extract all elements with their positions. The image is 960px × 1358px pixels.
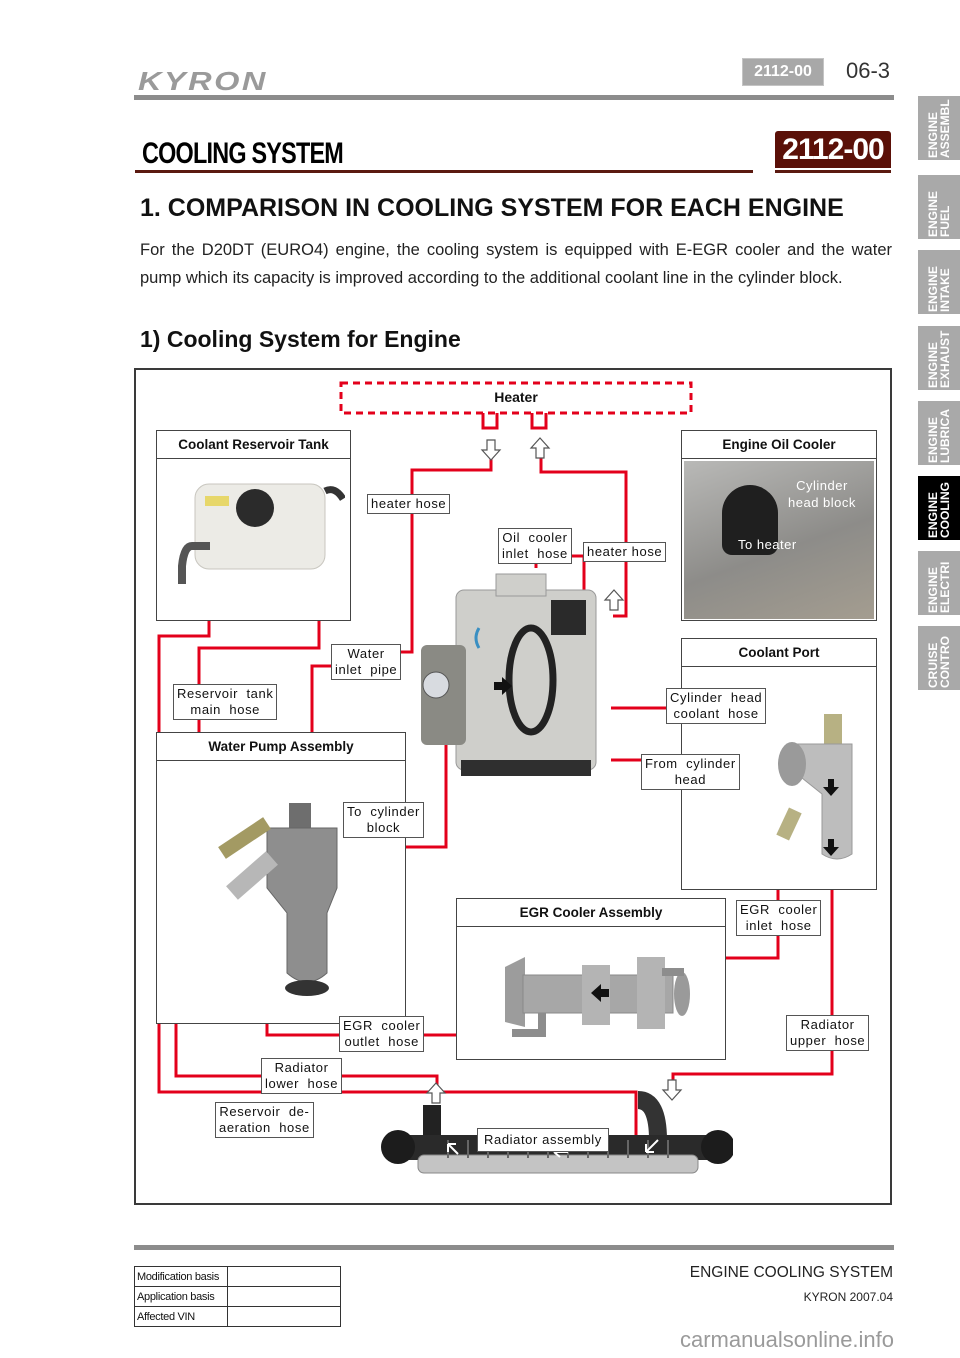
revision-value (227, 1306, 341, 1327)
revision-value (227, 1286, 341, 1307)
label-radiator-assembly: Radiator assembly (477, 1128, 609, 1152)
water-pump-image (218, 803, 338, 996)
brand-logo: KYRON (138, 66, 268, 96)
side-tab-label: ENGINE FUEL (926, 190, 952, 237)
revision-key: Application basis (134, 1286, 228, 1307)
heater-port-right (530, 413, 548, 430)
footer-divider (134, 1245, 894, 1250)
coolant-port-image (776, 714, 853, 860)
arrow-up-icon (529, 437, 551, 459)
label-radiator-upper-hose: Radiator upper hose (786, 1015, 870, 1051)
revision-row: Modification basis (134, 1266, 341, 1287)
panel-title: Engine Oil Cooler (682, 431, 876, 459)
label-oil-cooler-inlet-hose: Oil cooler inlet hose (498, 528, 572, 564)
subheading: 1) Cooling System for Engine (140, 326, 461, 352)
arrow-down-icon (661, 1079, 683, 1101)
side-tab-cooling[interactable]: ENGINE COOLING (918, 476, 960, 540)
to-heater-annotation: To heater (738, 537, 797, 552)
cylinder-head-block-annotation: Cylinder head block (788, 478, 856, 510)
label-radiator-lower-hose: Radiator lower hose (261, 1058, 343, 1094)
reservoir-tank-image (178, 483, 345, 584)
egr-cooler-image (505, 957, 690, 1037)
panel-coolant-reservoir: Coolant Reservoir Tank (156, 430, 351, 621)
header-code-badge: 2112-00 (742, 58, 824, 86)
side-tab-electri[interactable]: ENGINE ELECTRI (918, 551, 960, 615)
label-reservoir-deaeration-hose: Reservoir de- aeration hose (215, 1102, 314, 1138)
heater-hose-right-line (539, 456, 628, 618)
water-inlet-pipe-line (310, 664, 331, 755)
revision-key: Affected VIN (134, 1306, 228, 1327)
engine-image (421, 573, 597, 776)
revision-row: Affected VIN (134, 1306, 341, 1327)
side-tab-lubrica[interactable]: ENGINE LUBRICA (918, 401, 960, 465)
header-divider (134, 95, 894, 100)
intro-paragraph: For the D20DT (EURO4) engine, the coolin… (140, 241, 892, 287)
section-title: COOLING SYSTEM (142, 137, 344, 170)
label-heater-hose-right: heater hose (583, 542, 667, 562)
arrow-down-icon (480, 439, 502, 461)
label-egr-cooler-outlet-hose: EGR cooler outlet hose (339, 1016, 425, 1052)
side-tab-label: ENGINE ELECTRI (926, 561, 952, 613)
watermark: carmanualsonline.info (680, 1327, 895, 1352)
side-tab-intake[interactable]: ENGINE INTAKE (918, 250, 960, 314)
label-reservoir-tank-main-hose: Reservoir tank main hose (173, 684, 278, 720)
heater-label: Heater (494, 389, 538, 405)
panel-title: EGR Cooler Assembly (457, 899, 725, 927)
side-tab-label: CRUISE CONTRO (926, 636, 952, 688)
footer-title: ENGINE COOLING SYSTEM (689, 1264, 893, 1281)
page-number: 06-3 (846, 58, 891, 83)
heater-port-left (481, 413, 499, 430)
section-title-underline (135, 170, 753, 173)
cooling-system-diagram: Heater Coolant Reservoir Tank Engine Oil… (134, 368, 892, 1205)
side-tab-label: ENGINE INTAKE (926, 265, 952, 312)
oil-cooler-image: Cylinder head block To heater (684, 461, 874, 619)
section-code-badge: 2112-00 (775, 131, 891, 168)
label-heater-hose-left: heater hose (367, 494, 451, 514)
arrow-up-icon (425, 1082, 447, 1104)
side-tab-exhaust[interactable]: ENGINE EXHAUST (918, 326, 960, 390)
panel-egr-cooler: EGR Cooler Assembly (456, 898, 726, 1060)
side-tab-label: ENGINE COOLING (926, 482, 952, 538)
main-heading: 1. COMPARISON IN COOLING SYSTEM FOR EACH… (140, 194, 844, 222)
revision-row: Application basis (134, 1286, 341, 1307)
panel-title: Water Pump Assembly (157, 733, 405, 761)
revision-value (227, 1266, 341, 1287)
footer-subtitle: KYRON 2007.04 (803, 1290, 893, 1304)
panel-title: Coolant Reservoir Tank (157, 431, 350, 459)
label-to-cylinder-block: To cylinder block (343, 802, 424, 838)
side-tab-label: ENGINE ASSEMBL (926, 99, 952, 158)
arrow-up-icon (603, 589, 625, 611)
side-tab-fuel[interactable]: ENGINE FUEL (918, 175, 960, 239)
side-tab-assembl[interactable]: ENGINE ASSEMBL (918, 96, 960, 160)
label-water-inlet-pipe: Water inlet pipe (331, 644, 402, 680)
side-tab-label: ENGINE LUBRICA (926, 409, 952, 463)
panel-title: Coolant Port (682, 639, 876, 667)
label-from-cylinder-head: From cylinder head (641, 754, 740, 790)
side-tab-label: ENGINE EXHAUST (926, 330, 952, 388)
revision-key: Modification basis (134, 1266, 228, 1287)
label-egr-cooler-inlet-hose: EGR cooler inlet hose (736, 900, 822, 936)
panel-water-pump: Water Pump Assembly (156, 732, 406, 1024)
section-badge-underline (775, 170, 891, 173)
side-tab-contro[interactable]: CRUISE CONTRO (918, 626, 960, 690)
label-cylinder-head-coolant-hose: Cylinder head coolant hose (666, 688, 767, 724)
panel-engine-oil-cooler: Engine Oil Cooler Cylinder head block To… (681, 430, 877, 621)
heater-box-outline (339, 381, 693, 415)
heater-hose-left-line (398, 456, 493, 654)
